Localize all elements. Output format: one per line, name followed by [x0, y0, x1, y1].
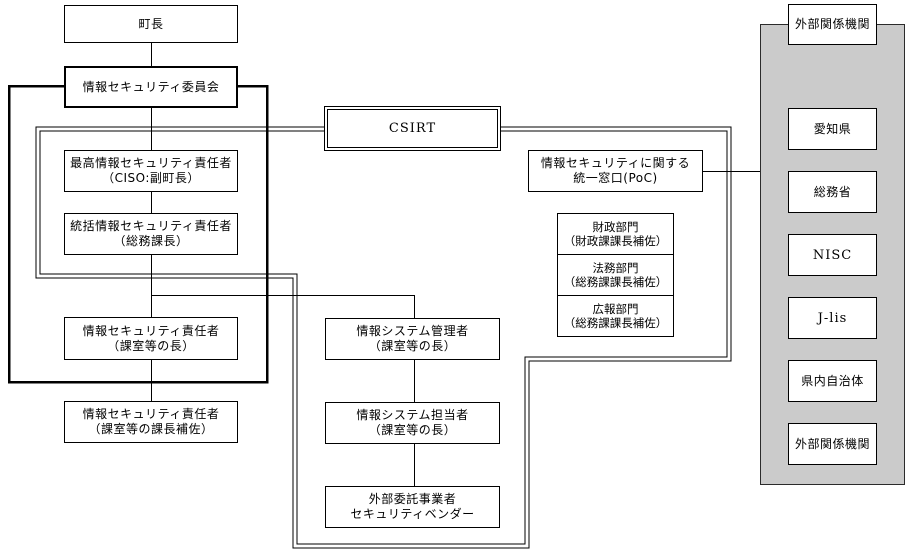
node-jlis: J-lis: [788, 297, 877, 339]
node-label-line: （課室等の長）: [368, 423, 457, 437]
node-label-line: 外部委託事業者: [368, 492, 457, 506]
node-label-line: （財政課課長補佐）: [563, 234, 668, 248]
node-label: 外部関係機関: [794, 17, 870, 31]
node-label-line: （課室等の課長補佐）: [88, 422, 214, 436]
node-label-line: 情報セキュリティに関する: [540, 156, 691, 170]
node-system-manager: 情報システム管理者 （課室等の長）: [325, 318, 500, 360]
node-label-line: 広報部門: [592, 302, 639, 316]
node-security-officer-head: 情報セキュリティ責任者 （課室等の長）: [64, 317, 238, 360]
node-system-staff: 情報システム担当者 （課室等の長）: [325, 402, 500, 444]
node-external-orgs-footer: 外部関係機関: [788, 423, 877, 465]
node-label-line: 情報セキュリティ責任者: [82, 323, 220, 338]
node-mic: 総務省: [788, 171, 877, 213]
node-label: 総務省: [813, 184, 852, 199]
node-label-line: （課室等の長）: [107, 338, 195, 353]
node-label-line: （CISO:副町長）: [102, 171, 200, 185]
node-label: 情報セキュリティ委員会: [82, 79, 220, 94]
node-nisc: NISC: [788, 234, 877, 276]
hierarchy-lines: [151, 43, 760, 486]
node-security-officer-assistant: 情報セキュリティ責任者 （課室等の課長補佐）: [64, 401, 238, 443]
node-label-line: （課室等の長）: [368, 339, 457, 353]
node-pr-dept: 広報部門 （総務課課長補佐）: [557, 295, 674, 337]
node-csirt-inner: CSIRT: [327, 109, 498, 148]
csirt-double-line-core: [36, 127, 731, 548]
node-label: 外部関係機関: [794, 436, 870, 451]
node-label: 県内自治体: [801, 373, 864, 388]
department-stack: 財政部門 （財政課課長補佐） 法務部門 （総務課課長補佐） 広報部門 （総務課課…: [557, 213, 674, 337]
node-label-line: 情報システム管理者: [356, 324, 469, 338]
node-pref-municipalities: 県内自治体: [788, 360, 877, 402]
node-label-line: セキュリティベンダー: [350, 507, 475, 521]
node-label: NISC: [812, 247, 853, 263]
node-legal-dept: 法務部門 （総務課課長補佐）: [557, 254, 674, 296]
node-label: CSIRT: [388, 121, 437, 136]
node-label-line: （総務課課長補佐）: [563, 316, 668, 330]
node-label-line: 統一窓口(PoC): [573, 171, 658, 185]
node-poc: 情報セキュリティに関する 統一窓口(PoC): [528, 150, 703, 192]
node-vendor: 外部委託事業者 セキュリティベンダー: [325, 486, 500, 528]
node-csirt: CSIRT: [324, 106, 501, 151]
node-label-line: 統括情報セキュリティ責任者: [70, 219, 232, 233]
node-label-line: （総務課長）: [113, 234, 189, 248]
node-external-orgs-header: 外部関係機関: [788, 4, 877, 45]
node-general-security-officer: 統括情報セキュリティ責任者 （総務課長）: [64, 213, 238, 255]
node-aichi-pref: 愛知県: [788, 108, 877, 150]
node-finance-dept: 財政部門 （財政課課長補佐）: [557, 213, 674, 255]
node-label: J-lis: [817, 310, 848, 326]
node-security-committee: 情報セキュリティ委員会: [64, 66, 238, 108]
node-label: 町長: [138, 16, 164, 31]
node-label-line: 情報システム担当者: [356, 408, 469, 422]
node-label-line: 法務部門: [592, 261, 639, 275]
node-label: 愛知県: [813, 121, 852, 136]
node-label-line: 最高情報セキュリティ責任者: [70, 156, 232, 170]
node-mayor: 町長: [64, 5, 238, 43]
node-label-line: （総務課課長補佐）: [563, 275, 668, 289]
node-label-line: 情報セキュリティ責任者: [82, 407, 220, 421]
node-ciso: 最高情報セキュリティ責任者 （CISO:副町長）: [64, 150, 238, 192]
node-label-line: 財政部門: [592, 220, 639, 234]
